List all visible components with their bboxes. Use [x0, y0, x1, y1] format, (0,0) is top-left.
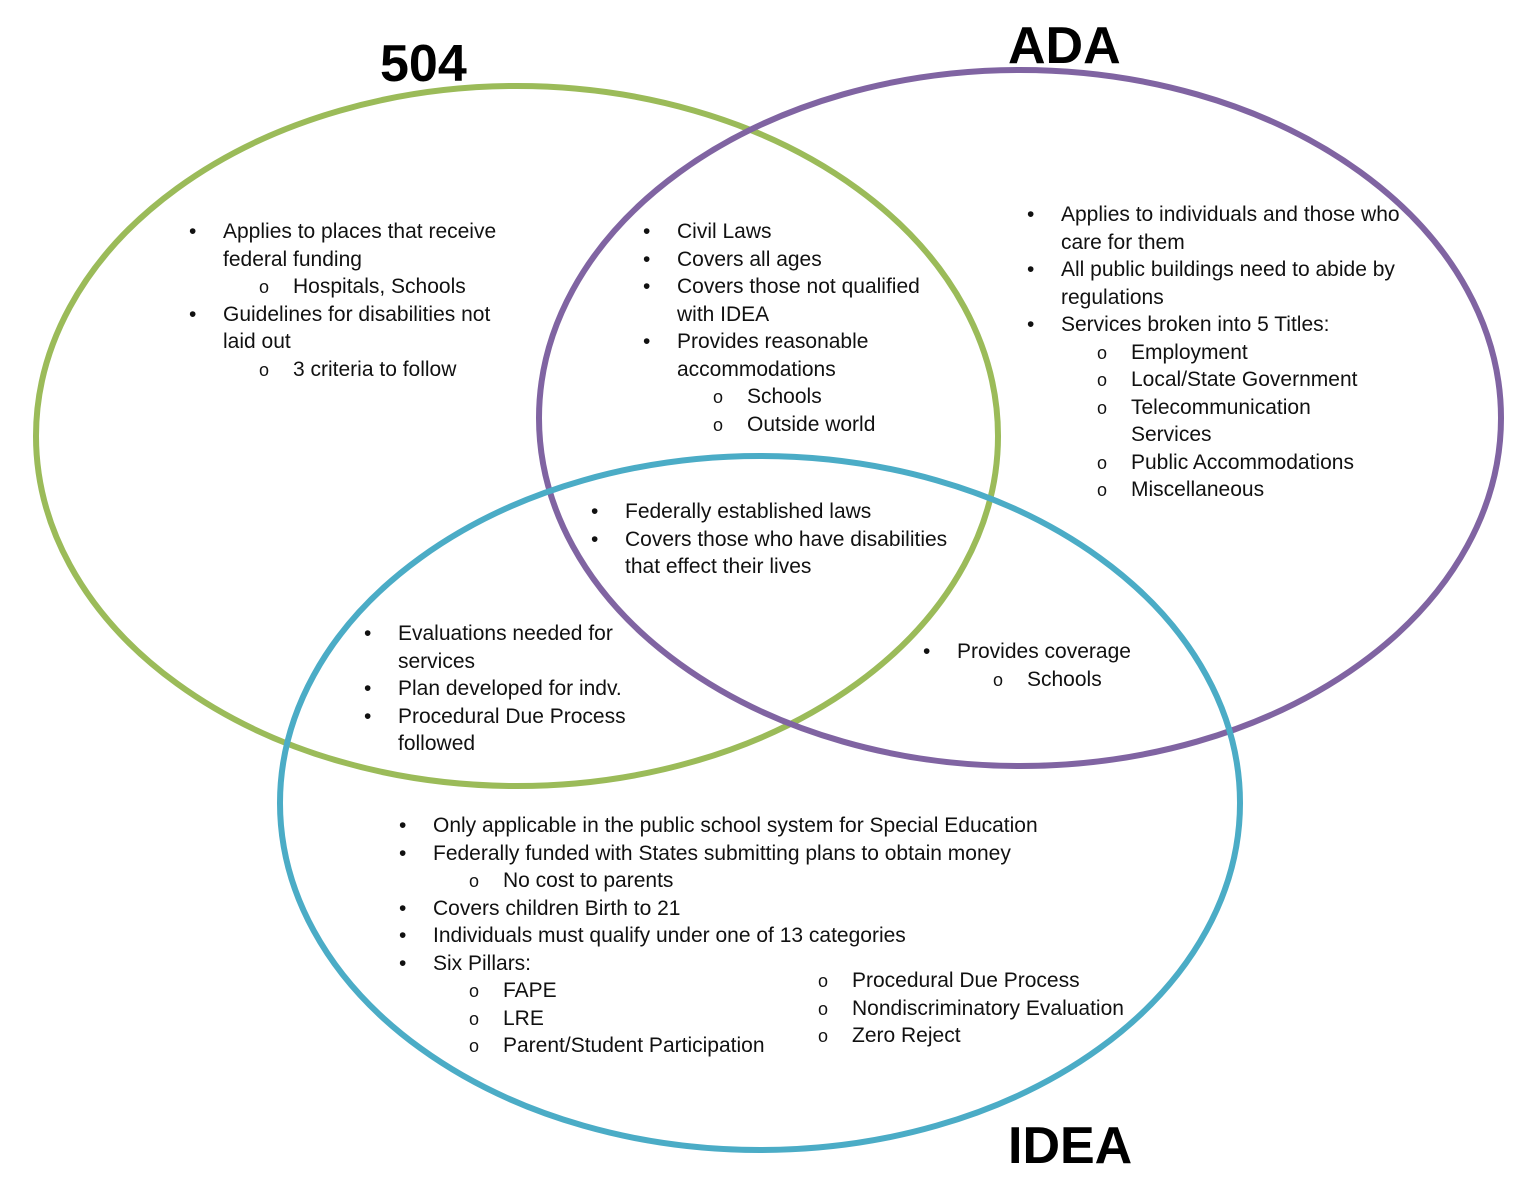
sub-item: Schools — [993, 666, 1183, 693]
circle-ada — [536, 67, 1504, 769]
list-item: Six Pillars: FAPE LRE Parent/Student Par… — [399, 950, 1119, 1060]
sub-item: Outside world — [713, 411, 933, 438]
list-item: Only applicable in the public school sys… — [399, 812, 1119, 840]
pillar-item: Parent/Student Participation — [469, 1032, 1119, 1060]
pillar-item: Procedural Due Process — [818, 967, 1178, 995]
list-item: Covers children Birth to 21 — [399, 895, 1119, 923]
list-item: Plan developed for indv. — [364, 675, 654, 703]
sub-item: Telecommunication Services — [1097, 394, 1361, 449]
pillar-item: FAPE — [469, 977, 1119, 1005]
list-item: All public buildings need to abide by re… — [1027, 256, 1427, 311]
sub-item: 3 criteria to follow — [259, 356, 519, 383]
region-all-three: Federally established laws Covers those … — [591, 498, 961, 581]
list-item: Applies to individuals and those who car… — [1027, 201, 1427, 256]
list-item: Evaluations needed for services — [364, 620, 654, 675]
list-item: Provides coverage Schools — [923, 638, 1183, 693]
sub-item: Schools — [713, 383, 933, 411]
title-idea: IDEA — [1008, 1117, 1133, 1175]
pillar-item: LRE — [469, 1005, 1119, 1032]
circle-idea — [277, 453, 1243, 1153]
title-504: 504 — [380, 35, 467, 93]
region-504-idea: Evaluations needed for services Plan dev… — [364, 620, 654, 758]
list-item: Covers those not qualified with IDEA — [643, 273, 933, 328]
list-item: Covers all ages — [643, 246, 933, 274]
pillar-item: Zero Reject — [818, 1022, 1178, 1050]
sub-item: No cost to parents — [469, 867, 1119, 895]
list-item: Federally established laws — [591, 498, 961, 526]
list-item: Covers those who have disabilities that … — [591, 526, 961, 581]
circle-504 — [33, 83, 1001, 789]
list-item: Guidelines for disabilities not laid out… — [189, 301, 519, 384]
sub-item: Hospitals, Schools — [259, 273, 519, 301]
region-504-only: Applies to places that receive federal f… — [189, 218, 519, 383]
region-ada-idea: Provides coverage Schools — [923, 638, 1183, 693]
sub-item: Local/State Government — [1097, 366, 1427, 394]
region-ada-only: Applies to individuals and those who car… — [1027, 201, 1427, 504]
region-idea-pillars-col2: Procedural Due Process Nondiscriminatory… — [818, 967, 1178, 1050]
pillar-item: Nondiscriminatory Evaluation — [818, 995, 1178, 1022]
title-ada: ADA — [1008, 17, 1121, 75]
sub-item: Employment — [1097, 339, 1427, 366]
region-idea-only: Only applicable in the public school sys… — [399, 812, 1119, 1060]
sub-item: Public Accommodations — [1097, 449, 1427, 476]
list-item: Civil Laws — [643, 218, 933, 246]
list-item: Individuals must qualify under one of 13… — [399, 922, 1119, 950]
region-504-ada: Civil Laws Covers all ages Covers those … — [643, 218, 933, 438]
list-item: Procedural Due Process followed — [364, 703, 654, 758]
list-item: Services broken into 5 Titles: Employmen… — [1027, 311, 1427, 504]
list-item: Provides reasonable accommodations Schoo… — [643, 328, 933, 438]
list-item: Applies to places that receive federal f… — [189, 218, 519, 301]
sub-item: Miscellaneous — [1097, 476, 1427, 504]
list-item: Federally funded with States submitting … — [399, 840, 1119, 895]
